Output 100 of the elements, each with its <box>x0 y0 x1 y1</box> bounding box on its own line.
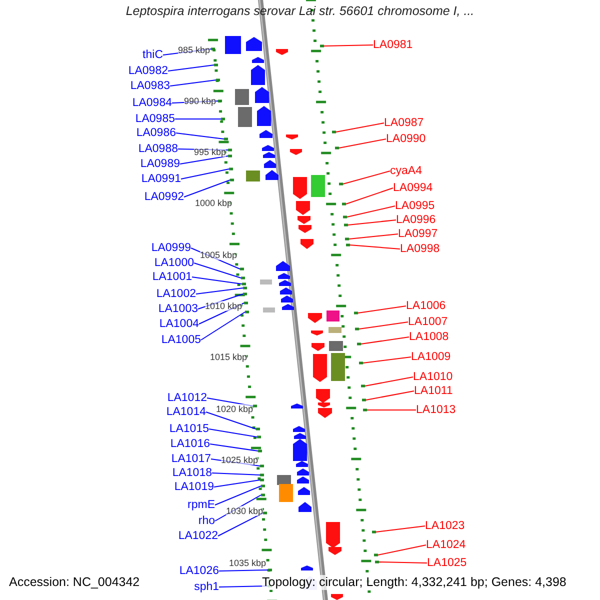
tick-mark <box>339 182 343 186</box>
tick-mark <box>343 216 347 218</box>
leader-line <box>346 206 396 218</box>
gene-label: LA1014 <box>166 406 206 418</box>
tick-mark <box>260 464 264 468</box>
leader-line <box>214 486 262 506</box>
scale-label: 1000 kbp <box>194 198 232 208</box>
leader-line <box>178 148 228 150</box>
gene-label: LA1023 <box>425 520 465 532</box>
gene-label: LA1026 <box>179 564 219 578</box>
gene-label: LA1008 <box>409 330 449 344</box>
tick-mark <box>345 238 349 240</box>
leader-line <box>364 376 414 386</box>
gene-label: LA1017 <box>171 452 211 466</box>
leader-line <box>346 188 394 204</box>
tick-mark <box>241 276 245 280</box>
gene-label: LA1012 <box>167 392 207 404</box>
tick-mark <box>261 484 265 488</box>
gene-label: LA0989 <box>140 158 180 170</box>
gene-label: LA1015 <box>169 422 209 436</box>
gene-label: sph1 <box>194 580 219 594</box>
scale-label: 1015 kbp <box>210 352 247 362</box>
tick-mark <box>228 154 232 158</box>
scale-label: 990 kbp <box>184 96 216 106</box>
gene-label: LA0998 <box>400 242 440 256</box>
gene-label: LA0992 <box>144 190 184 204</box>
gene-label: LA0982 <box>128 64 168 78</box>
gene-label: LA1002 <box>156 288 196 300</box>
gene-label: LA1025 <box>427 556 467 570</box>
leader-line <box>198 302 244 324</box>
leader-line <box>378 562 428 564</box>
gene-label: LA0988 <box>138 142 178 156</box>
tick-mark <box>342 202 346 206</box>
tick-mark <box>375 560 379 564</box>
leader-line <box>358 306 406 314</box>
leader-line <box>198 294 244 310</box>
leader-line <box>210 444 258 452</box>
scale-label: 1020 kbp <box>216 404 253 414</box>
scale-label: 1035 kbp <box>228 558 266 568</box>
leader-line <box>162 48 212 56</box>
tick-mark <box>362 398 366 402</box>
tick-mark <box>230 178 234 182</box>
gene-label: LA1007 <box>408 316 448 328</box>
tick-mark <box>218 100 222 102</box>
gene-label: LA0994 <box>393 182 433 194</box>
gene-label: LA0987 <box>384 116 424 130</box>
leader-line <box>172 100 218 104</box>
gene-label: LA0984 <box>132 96 172 110</box>
tick-mark <box>229 168 233 170</box>
gene-label: LA1000 <box>154 256 194 270</box>
tick-mark <box>245 310 249 314</box>
gene-label: LA1005 <box>161 334 201 346</box>
gene-label: LA1001 <box>152 270 192 284</box>
gene-label: LA0991 <box>141 172 181 186</box>
leader-line <box>196 288 244 294</box>
accession-text: Accession: NC_004342 <box>9 575 140 590</box>
leader-line <box>214 480 260 488</box>
leader-line <box>362 356 412 364</box>
leader-line <box>180 168 230 180</box>
gene-label: LA0985 <box>135 112 175 126</box>
leader-line <box>208 428 258 438</box>
scale-label: 995 kbp <box>194 147 226 157</box>
scale-label: 985 kbp <box>178 45 210 55</box>
leader-line <box>366 390 414 400</box>
tick-mark <box>344 224 348 226</box>
scale-label: 1010 kbp <box>204 301 242 311</box>
gene-label: rpmE <box>188 498 215 512</box>
gene-label: LA1006 <box>406 300 446 312</box>
leader-line <box>360 336 410 344</box>
leader-line <box>336 122 384 132</box>
tick-mark <box>374 554 378 556</box>
tick-mark <box>261 494 265 496</box>
leader-line <box>348 220 396 226</box>
leader-line <box>214 494 262 522</box>
gene-label: LA1004 <box>159 318 199 330</box>
leader-line <box>348 234 398 240</box>
tick-mark <box>335 146 339 150</box>
leader-line <box>180 156 228 164</box>
tick-mark <box>243 292 247 296</box>
map-title: Leptospira interrogans serovar Lai str. 56601 chromosome I, ... <box>124 4 476 18</box>
tick-mark <box>332 130 336 134</box>
tick-mark <box>221 118 225 120</box>
leader-line <box>350 244 400 250</box>
gene-label: LA0990 <box>386 132 426 146</box>
leader-line <box>206 412 256 430</box>
tick-mark <box>216 78 220 82</box>
gene-label: LA0981 <box>373 38 413 52</box>
leader-line <box>358 322 408 330</box>
leader-line <box>338 138 386 148</box>
gene-label: LA0997 <box>398 228 438 240</box>
tick-mark <box>354 312 358 314</box>
gene-label: LA0986 <box>136 126 176 140</box>
gene-label: LA1024 <box>426 538 466 552</box>
leader-line <box>342 170 390 184</box>
gene-label: LA1009 <box>411 350 451 364</box>
leader-line <box>324 44 374 46</box>
leader-line <box>210 458 260 466</box>
gene-label: LA0983 <box>130 80 170 92</box>
tick-mark <box>355 328 359 330</box>
tick-mark <box>260 474 264 476</box>
